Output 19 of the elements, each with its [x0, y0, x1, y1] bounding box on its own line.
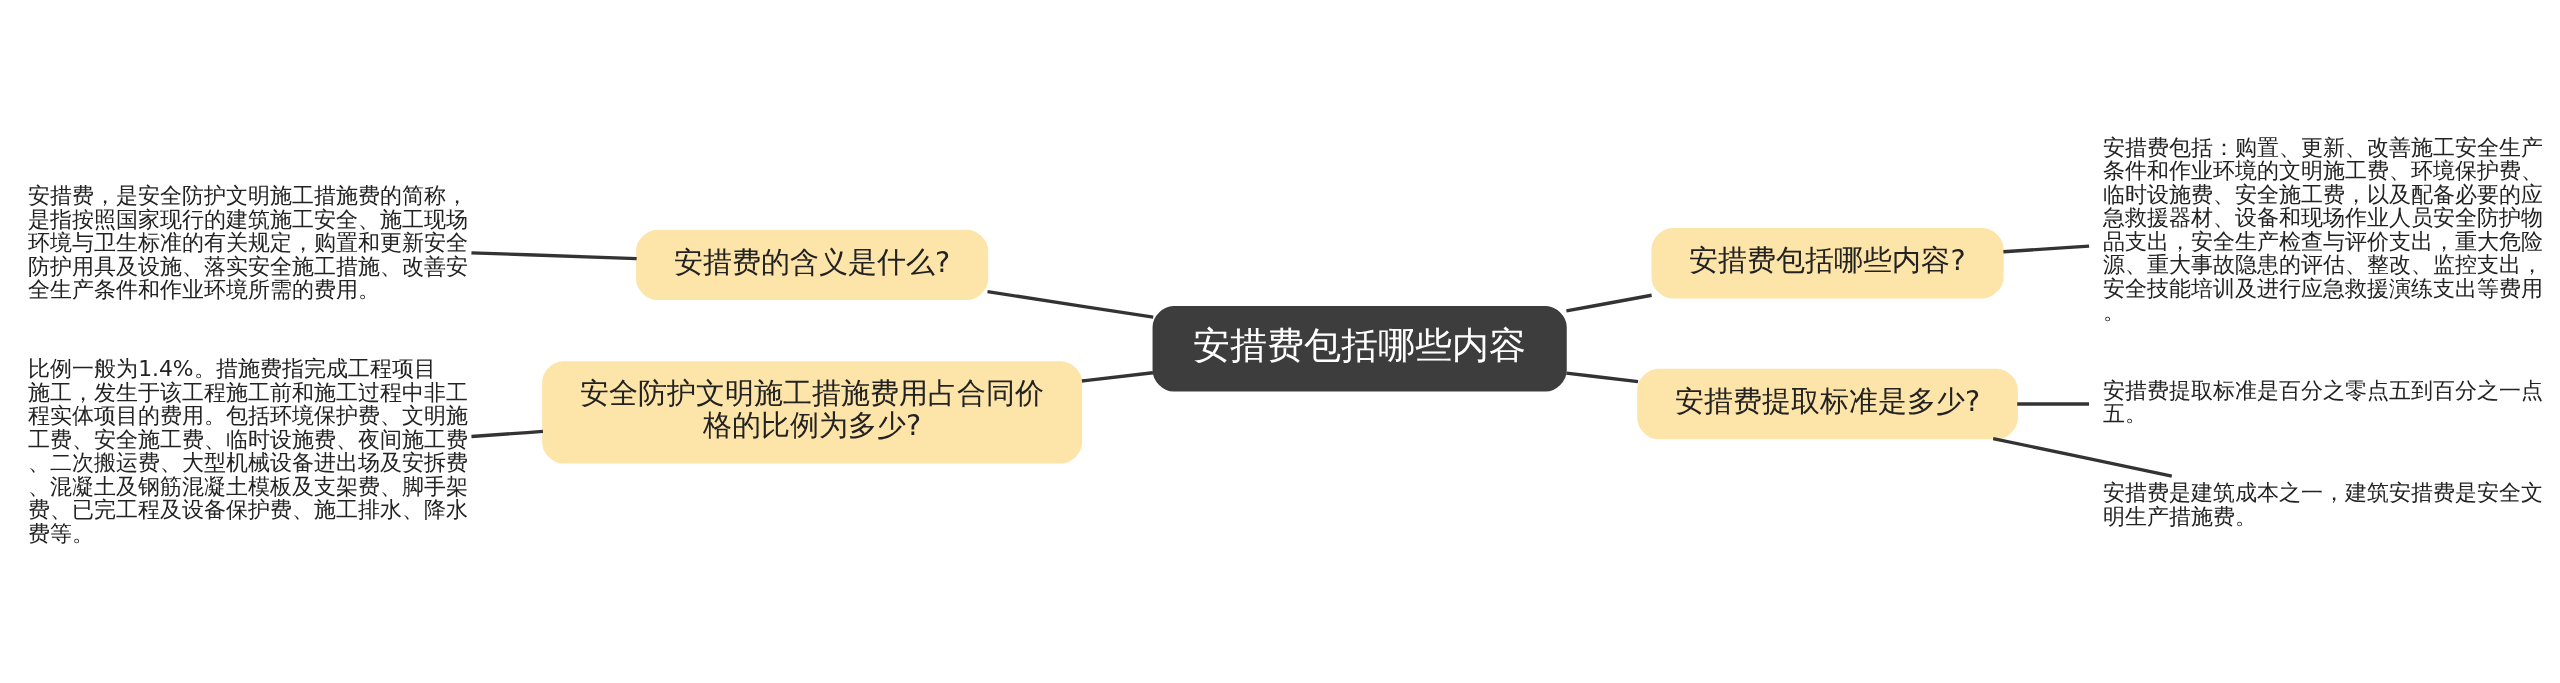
connector: [1566, 370, 1639, 383]
connector: [471, 250, 637, 260]
connector: [1992, 436, 2173, 478]
node-box: 安措费包括哪些内容: [1152, 305, 1567, 391]
node-text: 比例一般为1.4%。措施费指完成工程项目施工，发生于该工程施工前和施工过程中非工程实体项目的费用。包括环境保护费、文明施工费、安全施工费、临时设施费、夜间施工费、二次搬运费、大型机械设备进出场及安拆费、混凝土及钢筋混凝土模板及支架费、脚手架费、已完工程及设备保护费、施工排水、降水费等。: [28, 355, 469, 546]
node-box: 安措费提取标准是多少?: [1637, 368, 2018, 439]
node-text: 安措费，是安全防护文明施工措施费的简称，是指按照国家现行的建筑施工安全、施工现场环境与卫生标准的有关规定，购置和更新安全防护用具及设施、落实安全施工措施、改善安全生产条件和作业环境所需的费用。: [28, 182, 469, 302]
node-box: 安措费包括哪些内容?: [1651, 227, 2004, 298]
node-text: 安措费包括：购置、更新、改善施工安全生产条件和作业环境的文明施工费、环境保护费、临时设施费、安全施工费，以及配备必要的应急救援器材、设备和现场作业人员安全防护物品支出，安全生产检查与评价支出，重大危险源、重大事故隐患的评估、整改、监控支出，安全技能培训及进行应急救援演练支出等费用。: [2102, 134, 2543, 324]
connector: [2017, 401, 2089, 406]
connector: [1566, 293, 1652, 313]
node-text: 安措费是建筑成本之一，建筑安措费是安全文明生产措施费。: [2102, 479, 2543, 529]
node-box: 安措费的含义是什么?: [636, 229, 989, 300]
connector: [2003, 244, 2090, 253]
node-text: 安措费提取标准是百分之零点五到百分之一点五。: [2102, 377, 2543, 426]
connector: [987, 289, 1154, 319]
connector: [1081, 370, 1154, 383]
node-box: 安全防护文明施工措施费用占合同价格的比例为多少?: [542, 360, 1083, 464]
connector: [471, 429, 544, 438]
